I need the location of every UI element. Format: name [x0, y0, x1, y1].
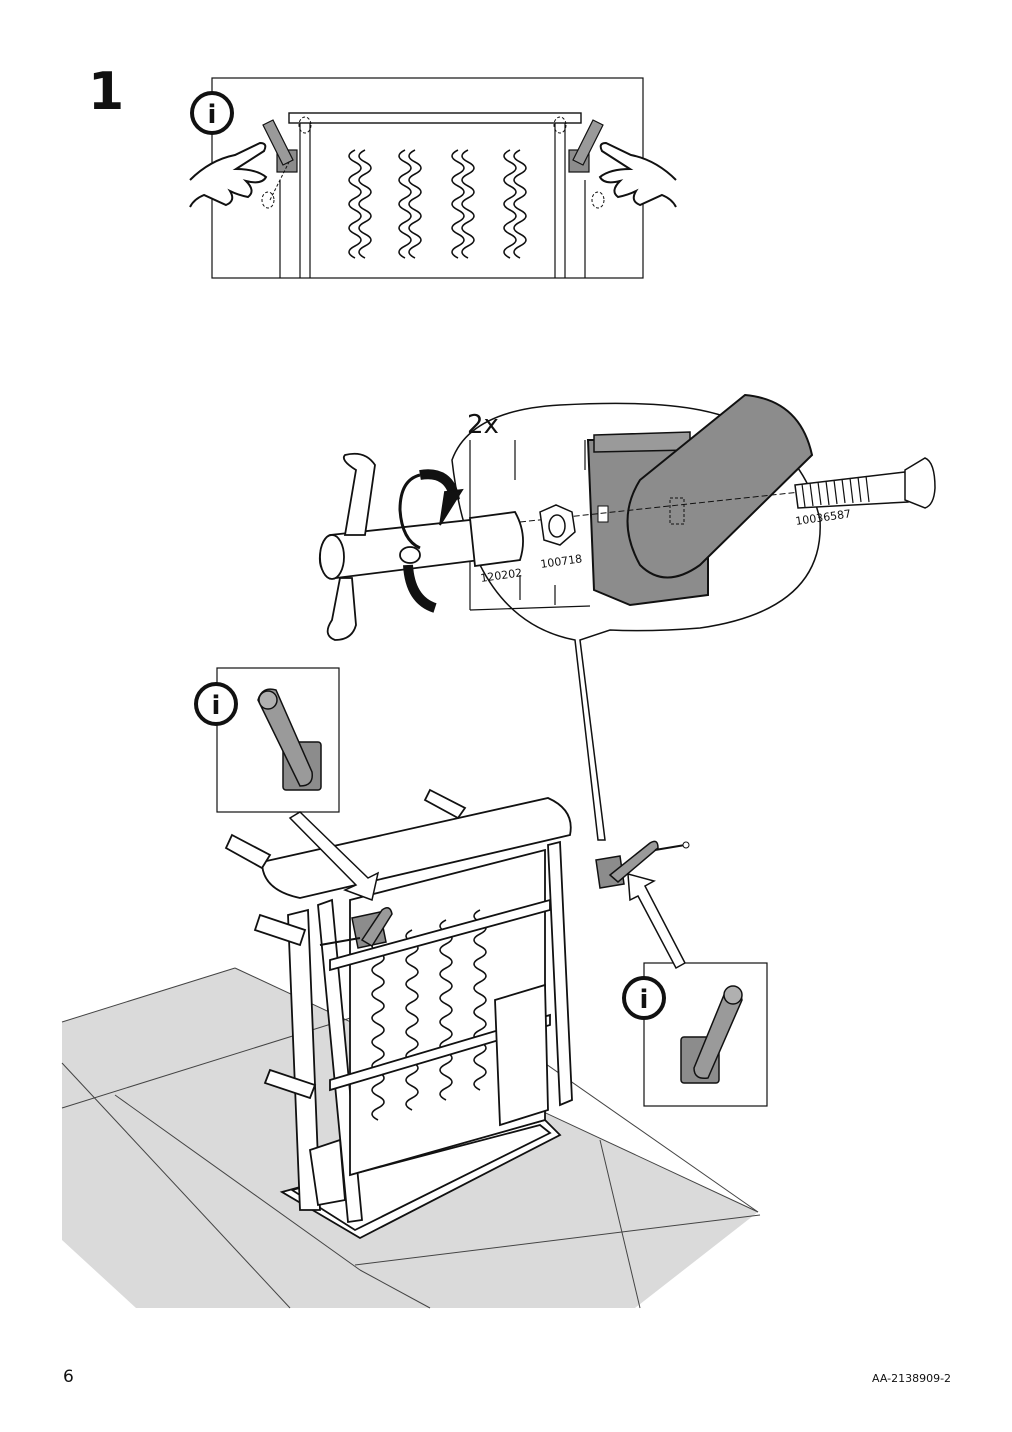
wrench-tool-120202: [318, 452, 524, 641]
info-icon: i: [190, 91, 234, 135]
part-number-wrench: 120202: [480, 566, 523, 585]
info-icon: i: [194, 682, 238, 726]
step-number: 1: [88, 62, 125, 122]
lever-bracket-right: [595, 840, 690, 889]
info-icon: i: [622, 976, 666, 1020]
nut-100718: [539, 504, 576, 546]
quantity-label: 2x: [467, 410, 499, 440]
page-number: 6: [63, 1367, 74, 1387]
bolt-10036587: [794, 457, 936, 509]
lever-bracket-left: [319, 907, 393, 949]
part-number-nut: 100718: [540, 552, 583, 571]
document-code: AA-2138909-2: [872, 1372, 952, 1385]
svg-text:i: i: [212, 691, 221, 721]
svg-text:i: i: [640, 985, 649, 1015]
hand-pointing-right-icon: [189, 141, 268, 208]
spring-coils: [348, 149, 527, 259]
info-inset-left: i: [194, 667, 380, 902]
svg-text:i: i: [208, 100, 217, 130]
overview-panel: i: [189, 77, 677, 279]
sofa-frame: [224, 788, 573, 1240]
info-inset-right: i: [622, 873, 768, 1107]
hand-pointing-left-icon: [598, 141, 677, 208]
detail-callout: [451, 393, 821, 841]
